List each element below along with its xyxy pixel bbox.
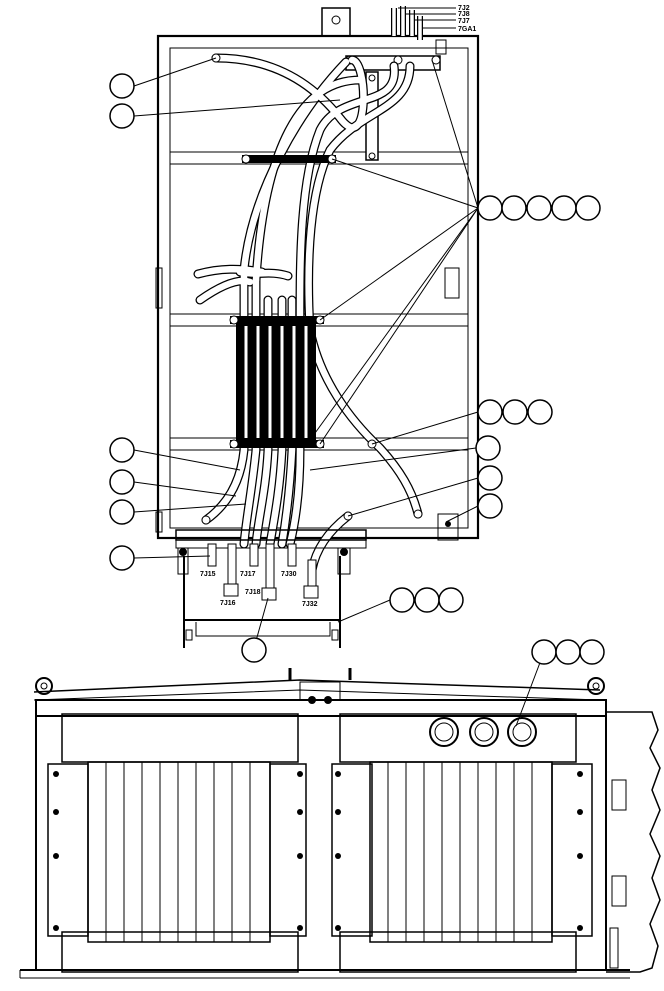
wire-label-7j7: 7J7: [458, 18, 470, 25]
callout-circles: [109, 73, 605, 665]
connector-label-7j32: 7J32: [302, 601, 318, 608]
connector-label-7j30: 7J30: [281, 571, 297, 578]
harness-hoses: [193, 53, 423, 575]
upper-harness-panel: [155, 7, 480, 540]
connector-label-7j17: 7J17: [240, 571, 256, 578]
connector-plate: [175, 513, 459, 601]
clamp-bar-middle: [229, 315, 325, 440]
wire-label-7ga1: 7GA1: [458, 26, 476, 33]
clamp-bar-lower: [229, 439, 325, 449]
leader-lines: [133, 57, 545, 727]
top-wire-bundle: [391, 6, 456, 40]
left-transformer: [47, 761, 307, 973]
connector-label-7j16: 7J16: [220, 600, 236, 607]
lower-cabinet: [19, 668, 661, 979]
connector-label-7j15: 7J15: [200, 571, 216, 578]
left-upper-block: [61, 713, 299, 763]
wire-label-7j2: 7J2: [458, 5, 470, 12]
clamp-bar-upper: [241, 154, 337, 164]
right-upper-block: [339, 713, 577, 763]
right-transformer: [331, 761, 593, 973]
connector-label-7j18: 7J18: [245, 589, 261, 596]
wire-label-7j8: 7J8: [458, 11, 470, 18]
